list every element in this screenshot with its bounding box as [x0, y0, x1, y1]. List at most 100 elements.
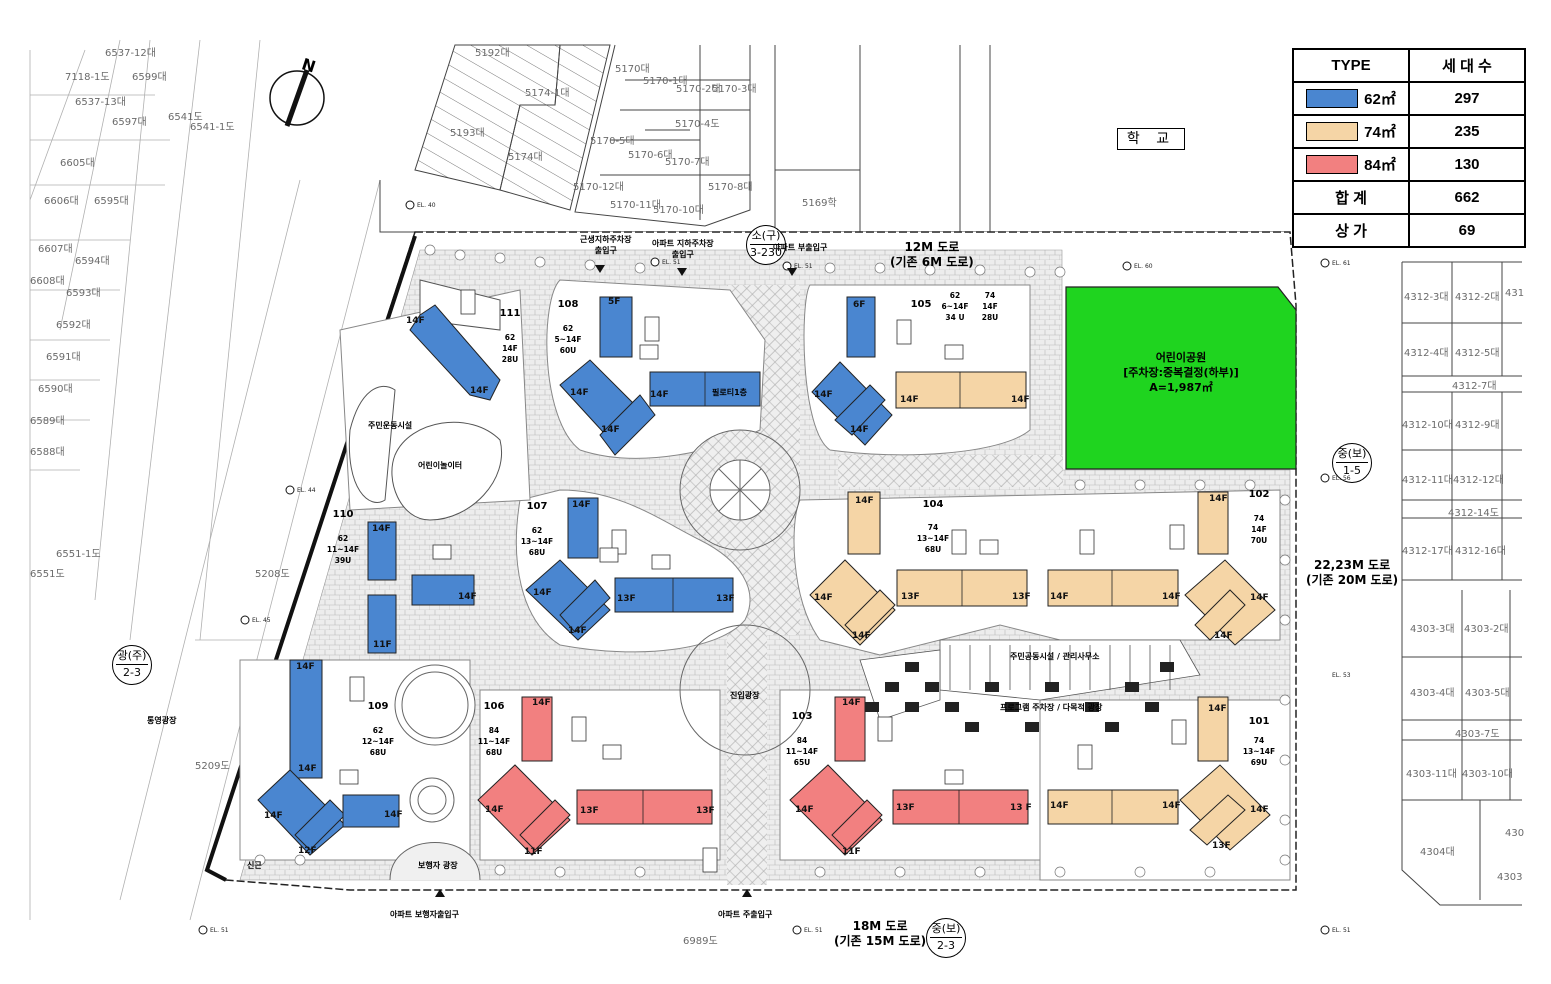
legend-row: 62㎡ 297	[1292, 81, 1526, 116]
lot-label: 4312-7대	[1452, 381, 1497, 392]
trees	[254, 244, 1291, 878]
floor-label: 14F	[470, 386, 489, 396]
floor-label: 13F	[901, 592, 920, 602]
floor-label: 14F	[650, 390, 669, 400]
elevation-label: EL. 56	[1332, 475, 1351, 482]
building-number: 102	[1248, 489, 1270, 500]
legend-swatch	[1306, 155, 1359, 174]
lot-label: 4303-7도	[1455, 729, 1500, 740]
lot-label: 5170-2대	[676, 84, 721, 95]
lot-label: 5170-1대	[643, 76, 688, 87]
east-lot-lines	[1401, 261, 1522, 906]
elevation-label: EL. 44	[297, 487, 316, 494]
building-number: 109	[367, 701, 389, 712]
lot-label: 5209도	[195, 761, 230, 772]
lot-label: 5170대	[615, 64, 650, 75]
elevation-label: EL. 40	[417, 202, 436, 209]
lot-label: 6591대	[46, 352, 81, 363]
lot-label: 5170-8대	[708, 182, 753, 193]
floor-label: 13 F	[1010, 803, 1032, 813]
elevation-label: EL. 53	[1332, 672, 1351, 679]
floor-label: 14F	[1162, 801, 1181, 811]
floor-label: 14F	[795, 805, 814, 815]
building-number: 107	[526, 501, 548, 512]
floor-label: 13F	[617, 594, 636, 604]
building-111	[409, 304, 501, 401]
unit-type-legend: TYPE 세 대 수 62㎡ 297 74㎡ 235 84㎡ 130 합 계 6…	[1292, 48, 1526, 248]
lot-label: 4312-14도	[1448, 508, 1499, 519]
floor-label: 14F	[1162, 592, 1181, 602]
south-road-label: 18M 도로 (기존 15M 도로)	[834, 919, 927, 948]
lot-label: 6551도	[30, 569, 65, 580]
floor-label: 14F	[1050, 592, 1069, 602]
legend-row: 74㎡ 235	[1292, 114, 1526, 149]
zone-badge-south: 중(보) 2-3	[926, 918, 966, 958]
floor-label: 14F	[814, 593, 833, 603]
central-plaza-label: 진입광장	[730, 691, 760, 700]
legend-header-type: TYPE	[1292, 48, 1410, 83]
north-lot-lines	[379, 44, 1290, 233]
legend-units-value: 297	[1408, 81, 1526, 116]
floor-label: 12F	[298, 846, 317, 856]
building-number: 104	[922, 499, 944, 510]
building-105	[811, 296, 1027, 446]
program-parking-label: 프로그램 주차장 / 다목적 광장	[1000, 703, 1103, 712]
floor-label: 14F	[533, 588, 552, 598]
lot-label: 6592대	[56, 320, 91, 331]
elevation-label: EL. 51	[662, 259, 681, 266]
floor-label: 13F	[1212, 841, 1231, 851]
lot-label: 6608대	[30, 276, 65, 287]
lot-label: 5170-10대	[653, 205, 704, 216]
floor-label: 14F	[570, 388, 589, 398]
legend-commercial-value: 69	[1408, 213, 1526, 248]
elevation-label: EL. 45	[252, 617, 271, 624]
lot-label: 6594대	[75, 256, 110, 267]
lot-label: 6607대	[38, 244, 73, 255]
building-number: 101	[1248, 716, 1270, 727]
floor-label: 6F	[853, 300, 866, 310]
lot-label: 5193대	[450, 128, 485, 139]
lot-label: 6541도	[168, 112, 203, 123]
elevation-label: EL. 51	[210, 927, 229, 934]
lot-label: 4312-11대	[1402, 475, 1453, 486]
legend-units-value: 235	[1408, 114, 1526, 149]
lot-label: 4312-9대	[1455, 420, 1500, 431]
lot-label: 4303-4대	[1410, 688, 1455, 699]
floor-label: 11F	[373, 640, 392, 650]
lot-label: 6590대	[38, 384, 73, 395]
legend-type-label: 74㎡	[1364, 124, 1396, 141]
zone-badge-east: 중(보) 1-5	[1332, 443, 1372, 483]
floor-label: 14F	[855, 496, 874, 506]
floor-label: 14F	[406, 316, 425, 326]
apt-parking-entrance-label: 아파트 지하주차장 출입구	[652, 239, 714, 259]
lot-label: 4312-4대	[1404, 348, 1449, 359]
legend-swatch	[1306, 122, 1359, 141]
commercial-parking-entrance-label: 근생지하주차장 출입구	[580, 235, 632, 255]
floor-label: 14F	[1050, 801, 1069, 811]
stair-stubs	[339, 289, 1187, 873]
lot-label: 6989도	[683, 936, 718, 947]
building-102	[1047, 491, 1276, 646]
community-facility-label: 주민운동시설	[368, 421, 413, 430]
lot-label: 5170-11대	[610, 200, 661, 211]
floor-label: 13F	[1012, 592, 1031, 602]
lot-label: 4312-12대	[1453, 475, 1504, 486]
legend-total-value: 662	[1408, 180, 1526, 215]
lot-label: 6588대	[30, 447, 65, 458]
floor-label: 13F	[896, 803, 915, 813]
apt-main-entrance-label: 아파트 주출입구	[718, 910, 773, 919]
lot-label: 5170-5대	[590, 136, 635, 147]
elevation-label: EL. 51	[794, 263, 813, 270]
floor-label: 14F	[1208, 704, 1227, 714]
lot-label: 6593대	[66, 288, 101, 299]
floor-label: 14F	[458, 592, 477, 602]
unit-dividers	[642, 372, 1113, 824]
plazas	[389, 429, 811, 881]
